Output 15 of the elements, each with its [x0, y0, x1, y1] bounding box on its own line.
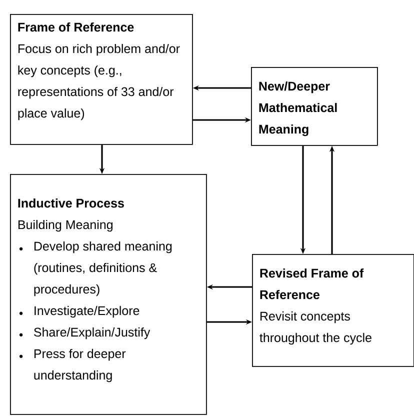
box-text: Revisit concepts throughout the cycle [260, 311, 372, 345]
process-box [252, 254, 414, 367]
box-heading: Frame of Reference [18, 22, 134, 32]
process-box [10, 174, 207, 415]
bullet-item: Share/Explain/Justify [19, 327, 150, 340]
bullet-item: Investigate/Explore [19, 306, 140, 318]
box-text: Building Meaning [18, 220, 112, 232]
box-heading: Revised Frame of Reference [260, 268, 364, 300]
box-text: Focus on rich problem and/or key concepts (e.g., representations of 33 and/or place value) [18, 44, 180, 120]
box-heading: New/Deeper Mathematical Meaning [259, 81, 337, 136]
box-heading: Inductive Process [18, 198, 124, 208]
process-box [251, 67, 378, 146]
process-box [10, 14, 193, 145]
bullet-item: Press for deeper understanding [19, 348, 126, 382]
bullet-item: Develop shared meaning (routines, definitions & procedures) [19, 241, 172, 296]
